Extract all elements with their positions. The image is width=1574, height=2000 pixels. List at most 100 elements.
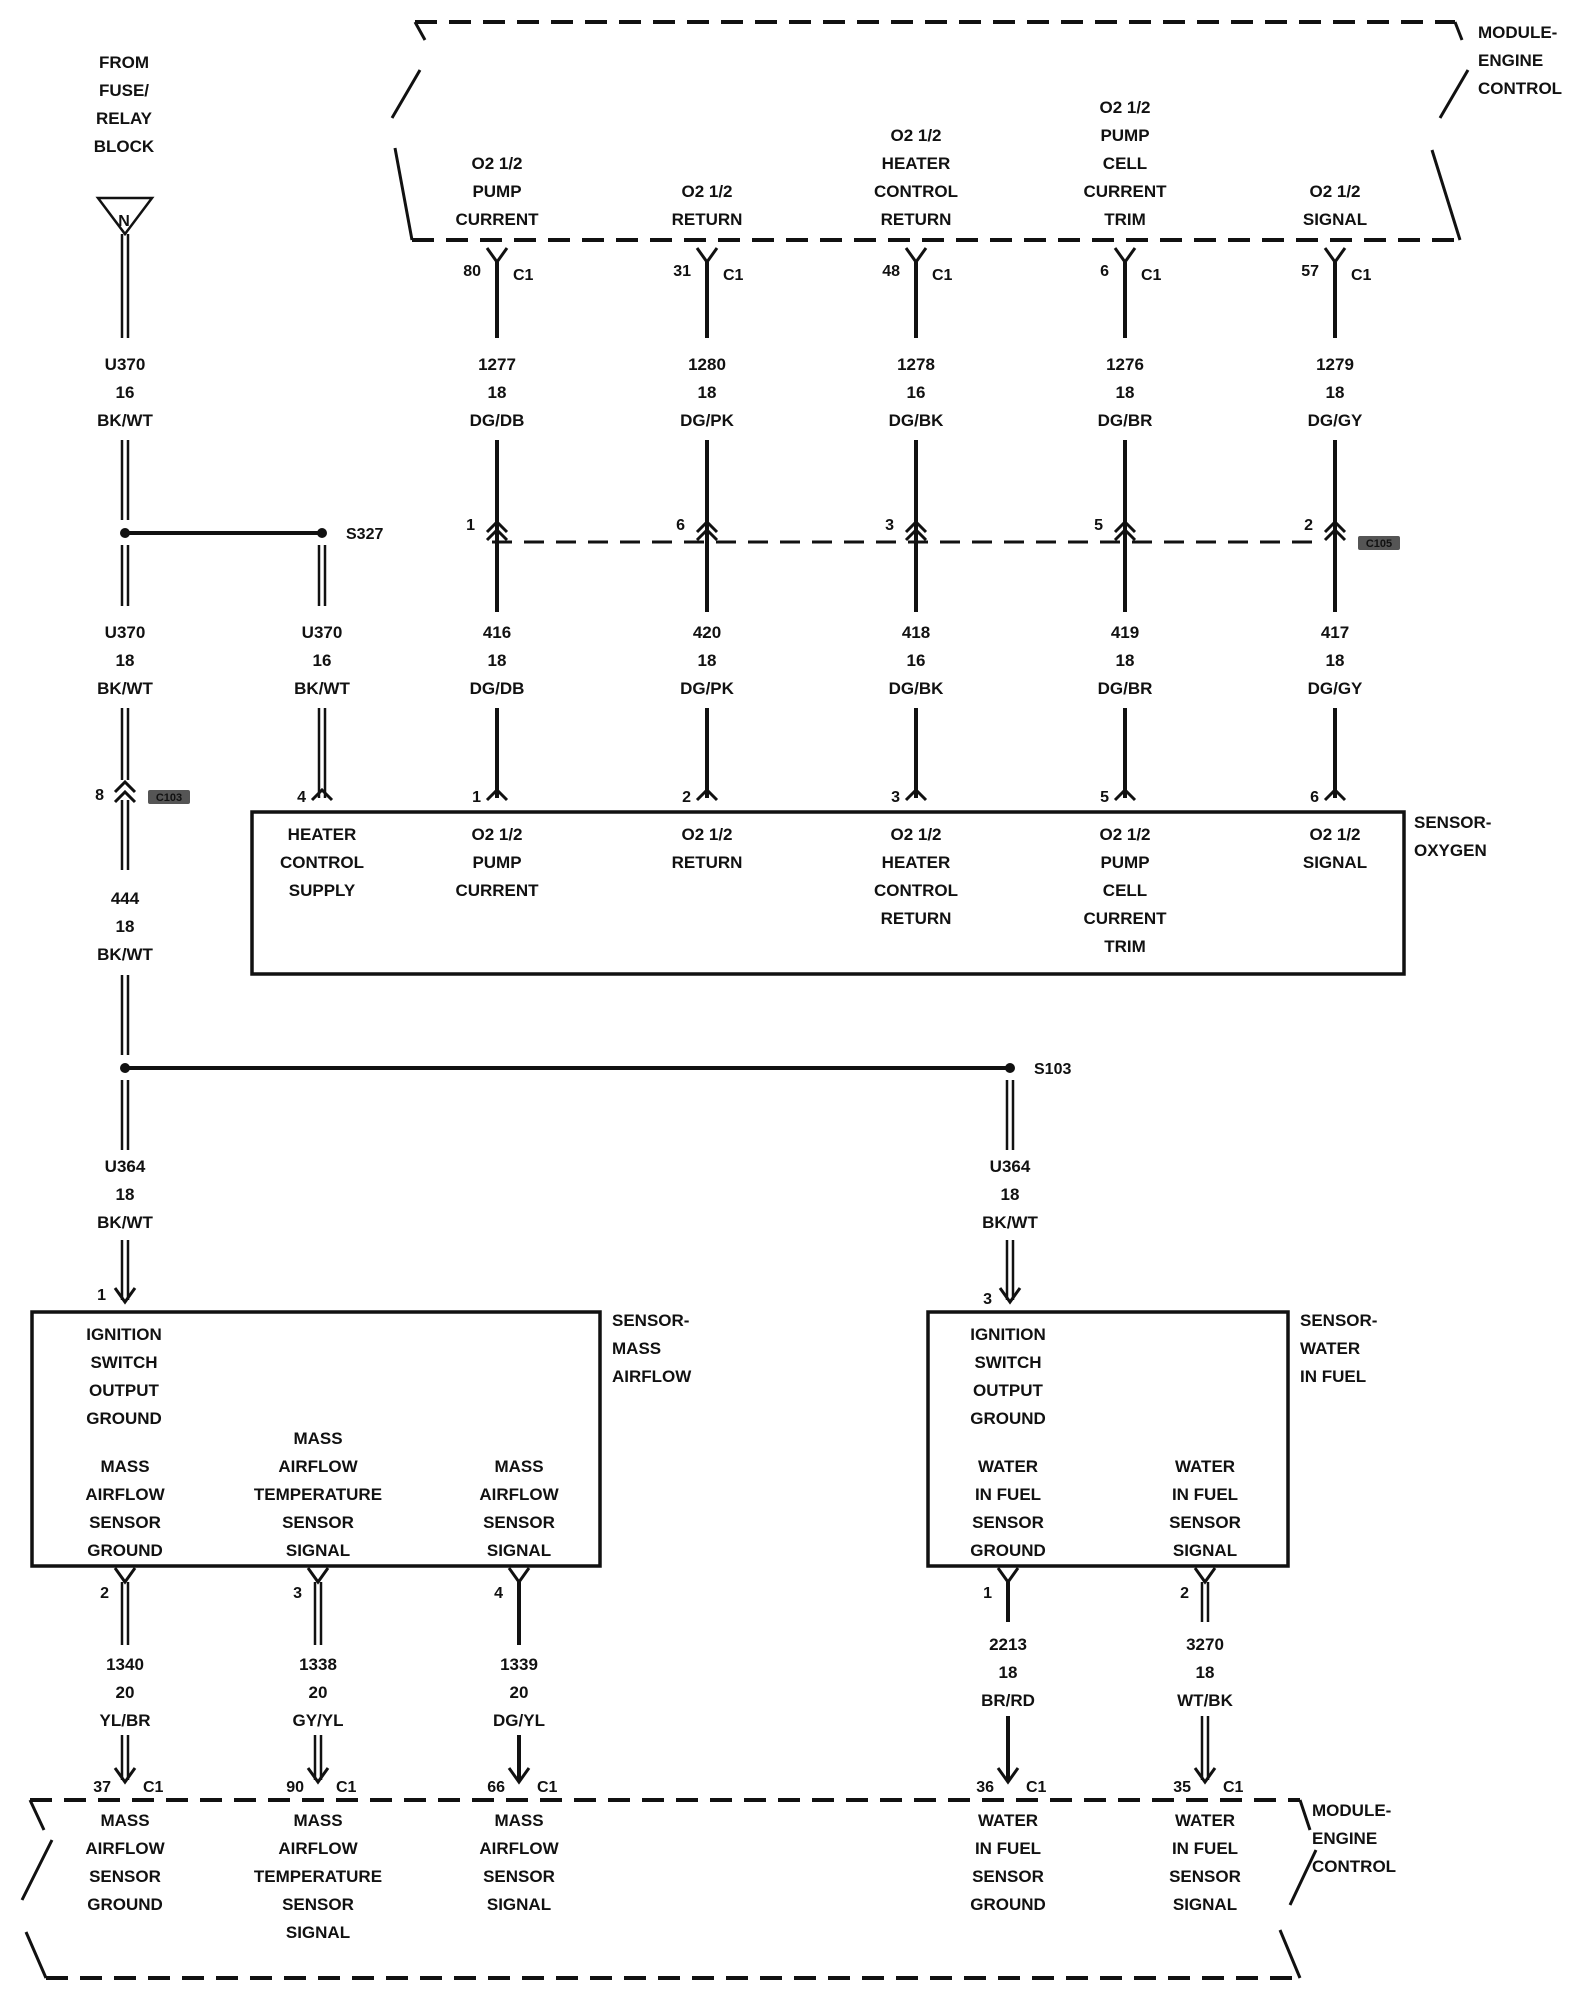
module-engine-control-top-label: ENGINE: [1478, 51, 1543, 70]
wif-pin-symbol-1: [996, 1567, 1020, 1585]
c105-upper-3: [904, 519, 928, 534]
wire-u364-left-label: U364: [105, 1157, 146, 1176]
pcm-bottom-maf-label-1: SENSOR: [89, 1867, 161, 1886]
maf-circuit-label-2: TEMPERATURE: [254, 1485, 382, 1504]
pcm-top-pin-symbol-1: [485, 247, 509, 265]
c105-lower-2: [695, 527, 719, 542]
pcm-top-label-3: RETURN: [881, 210, 952, 229]
pcm-bottom-wif-label-1: WATER: [978, 1811, 1038, 1830]
pcm-bottom-wif-pin-symbol-2: [1193, 1767, 1217, 1785]
c105-connector-label: C105: [1366, 538, 1392, 550]
o2-sensor-pin-symbol-2: [695, 787, 719, 802]
pcm-top-label-2: RETURN: [672, 210, 743, 229]
pcm-top-pin-2: 31: [673, 263, 691, 280]
o2-sensor-heater-pin-symbol: [310, 787, 334, 802]
maf-circuit-label-2: SIGNAL: [286, 1541, 350, 1560]
sensor-water-in-fuel-name: IN FUEL: [1300, 1367, 1366, 1386]
pcm-top-label-3: CONTROL: [874, 182, 958, 201]
wire-u370-18-label: BK/WT: [97, 679, 153, 698]
wire-mid-label-5: 18: [1326, 651, 1345, 670]
o2-sensor-heater-label: HEATER: [288, 825, 357, 844]
wif-ignition-label: SWITCH: [974, 1353, 1041, 1372]
c105-upper-5: [1323, 519, 1347, 534]
wif-circuit-label-2: IN FUEL: [1172, 1485, 1238, 1504]
module-engine-control-bottom-label: CONTROL: [1312, 1857, 1396, 1876]
fuse-relay-block-label: RELAY: [96, 109, 153, 128]
o2-sensor-pin-symbol-1: [485, 787, 509, 802]
maf-circuit-label-1: MASS: [100, 1457, 149, 1476]
wif-wire-label-1: BR/RD: [981, 1691, 1035, 1710]
wire-mid-label-4: 419: [1111, 623, 1139, 642]
maf-wire-label-2: 20: [309, 1683, 328, 1702]
o2-sensor-pin-2: 2: [682, 789, 691, 806]
c105-lower-1: [485, 527, 509, 542]
fuse-relay-block-label: FUSE/: [99, 81, 149, 100]
c105-lower-5: [1323, 527, 1347, 542]
splice-s327-dot: [317, 528, 327, 538]
o2-sensor-label-4: CELL: [1103, 881, 1147, 900]
wif-pin-symbol-2: [1193, 1567, 1217, 1585]
pcm-bottom-maf-pin-1: 37: [93, 1779, 111, 1796]
maf-pin-symbol-2: [306, 1567, 330, 1585]
pcm-bottom-maf-label-2: MASS: [293, 1811, 342, 1830]
wire-top-label-1: 18: [488, 383, 507, 402]
pcm-bottom-maf-label-3: MASS: [494, 1811, 543, 1830]
wire-mid-label-4: 18: [1116, 651, 1135, 670]
maf-pin-3: 4: [494, 1585, 503, 1602]
wif-ignition-label: IGNITION: [970, 1325, 1046, 1344]
maf-ignition-label: IGNITION: [86, 1325, 162, 1344]
pcm-top-label-1: PUMP: [472, 182, 521, 201]
c103-connector-label: C103: [156, 792, 182, 804]
wire-u364-right-label: 18: [1001, 1185, 1020, 1204]
pcm-top-label-5: O2 1/2: [1309, 182, 1360, 201]
sensor-water-in-fuel-name: SENSOR-: [1300, 1311, 1377, 1330]
maf-pin-1: 2: [100, 1585, 109, 1602]
maf-circuit-label-1: AIRFLOW: [85, 1485, 165, 1504]
pcm-top-pin-symbol-2: [695, 247, 719, 265]
sensor-mass-airflow-name: SENSOR-: [612, 1311, 689, 1330]
pcm-bottom-maf-label-2: AIRFLOW: [278, 1839, 358, 1858]
o2-sensor-pin-symbol-3: [904, 787, 928, 802]
c105-pin-3: 3: [885, 517, 894, 534]
pcm-top-label-3: HEATER: [882, 154, 951, 173]
wire-top-label-4: 1276: [1106, 355, 1144, 374]
pcm-top-pin-4: 6: [1100, 263, 1109, 280]
pcm-top-label-4: CELL: [1103, 154, 1147, 173]
pcm-top-label-3: O2 1/2: [890, 126, 941, 145]
pcm-top-conn-4: C1: [1141, 267, 1162, 284]
pcm-bottom-wif-label-2: WATER: [1175, 1811, 1235, 1830]
maf-wire-label-3: 1339: [500, 1655, 538, 1674]
o2-sensor-pin-3: 3: [891, 789, 900, 806]
c105-pin-5: 2: [1304, 517, 1313, 534]
module-engine-control-top-label: CONTROL: [1478, 79, 1562, 98]
maf-wire-label-1: 1340: [106, 1655, 144, 1674]
wire-u364-left-label: 18: [116, 1185, 135, 1204]
pcm-top-conn-3: C1: [932, 267, 953, 284]
o2-sensor-label-2: RETURN: [672, 853, 743, 872]
wire-top-label-3: 1278: [897, 355, 935, 374]
pcm-top-conn-5: C1: [1351, 267, 1372, 284]
pcm-bottom-wif-pin-2: 35: [1173, 1779, 1191, 1796]
wire-top-label-2: 18: [698, 383, 717, 402]
maf-circuit-label-3: MASS: [494, 1457, 543, 1476]
pcm-bottom-maf-label-3: SENSOR: [483, 1867, 555, 1886]
pcm-top-pin-3: 48: [882, 263, 900, 280]
o2-sensor-pin-symbol-5: [1323, 787, 1347, 802]
maf-circuit-label-3: SENSOR: [483, 1513, 555, 1532]
splice-s327-label: S327: [346, 526, 383, 543]
maf-wire-label-3: 20: [510, 1683, 529, 1702]
o2-sensor-label-1: CURRENT: [455, 881, 539, 900]
maf-circuit-label-1: GROUND: [87, 1541, 163, 1560]
o2-sensor-heater-label: SUPPLY: [289, 881, 356, 900]
c105-upper-4: [1113, 519, 1137, 534]
c103-pin: 8: [95, 787, 104, 804]
maf-sensor-box: [30, 1310, 602, 1568]
maf-pin-symbol-3: [507, 1567, 531, 1585]
c105-lower-4: [1113, 527, 1137, 542]
o2-sensor-label-4: TRIM: [1104, 937, 1146, 956]
maf-circuit-label-2: SENSOR: [282, 1513, 354, 1532]
o2-sensor-label-3: HEATER: [882, 853, 951, 872]
pcm-bottom-maf-label-1: AIRFLOW: [85, 1839, 165, 1858]
o2-sensor-label-3: CONTROL: [874, 881, 958, 900]
